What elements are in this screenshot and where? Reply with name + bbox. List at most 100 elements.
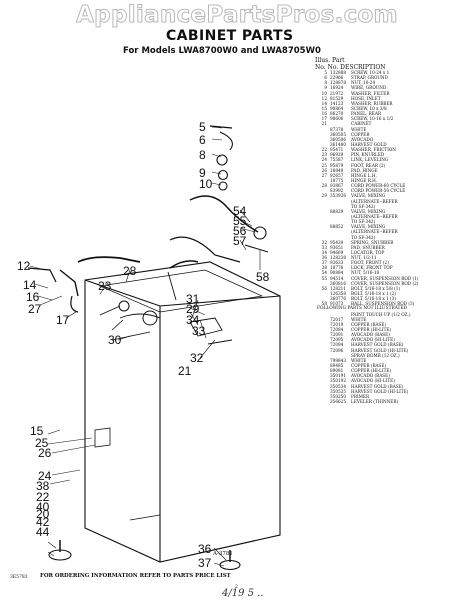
part-description: SPRING, SNUBBER [351,239,394,245]
part-no: 22966 [330,75,344,81]
callout-21: 21 [178,364,192,378]
illus-no: 26 [321,167,327,173]
part-description: LOCATOR, TOP [351,249,385,255]
part-description: TO SF-342) [351,203,376,209]
part-no: 126358 [330,291,346,297]
callout-16: 16 [26,290,40,304]
part-no: 72094 [330,342,344,348]
part-no: 360506 [330,136,346,142]
callout-36: 36 [198,542,212,556]
callout-15: 15 [30,424,44,438]
part-description: PIN, KNURLED [351,152,385,158]
part-description: STRAP, GROUND [351,75,388,81]
part-description: COPPER (BASE) [351,363,387,369]
illus-no: 6 [324,75,327,81]
ordering-footer: FOR ORDERING INFORMATION REFER TO PARTS … [40,573,231,579]
callout-32: 32 [190,351,204,365]
part-no: 86270 [330,111,344,117]
part-no: 350191 [330,373,346,379]
part-no: 93633 [330,260,344,266]
part-description: BALL, SUSPENSION ROD (3) [351,301,415,307]
part-no: 18775 [330,177,344,183]
part-description: AVOCADO [351,136,374,142]
part-no: 75587 [330,157,344,163]
illus-no: 23 [321,152,327,158]
illus-no: 54 [321,270,327,276]
illus-no: 5 [324,70,327,75]
part-no: 353926 [330,193,346,199]
part-no: 350534 [330,383,346,389]
part-no: 89485 [330,363,344,369]
callout-28: 28 [123,264,137,278]
not-illustrated-header: FOLLOWING PARTS NOT ILLUSTRATED [317,306,408,312]
part-no: 16924 [330,85,344,91]
part-description: NUT, 10-24 [351,80,376,86]
part-description: BOLT, 5/16-18 x 5/8 (1) [351,285,401,291]
parts-row: 89485 COPPER (BASE) [315,363,465,368]
part-no: 91073 [330,301,344,307]
part-description: HOSE, INLET [351,95,381,101]
parts-row: 360506 AVOCADO [315,137,465,142]
part-description: VALVE, MIXING [351,208,386,214]
part-no: 93651 [330,244,344,250]
callout-37: 37 [198,556,212,570]
callout-38: 38 [36,479,50,493]
illus-no: 28 [321,183,327,189]
part-description: (ALTERNATE--REFER [351,229,398,235]
part-no: 95879 [330,162,344,168]
part-description: CORD POWER-60 CYCLE [351,183,406,189]
part-description: WHITE [351,357,367,363]
callout-14: 14 [23,278,37,292]
illus-no: 25 [321,162,327,168]
callout-58: 58 [256,270,270,284]
part-description: VALVE, MIXING [351,193,386,199]
part-no: 95471 [330,147,344,153]
parts-table-header: Illus. Part No. No. DESCRIPTION [315,57,386,71]
illus-no: 32 [321,239,327,245]
page-number: 2 [235,585,238,590]
part-no: 18849 [330,167,344,173]
illus-no: 14 [321,100,327,106]
part-description: SCREW, 10-16 x 1/2 [351,116,394,122]
part-description: NUT, 1/2-11 [351,255,377,261]
callout-24: 24 [38,469,52,483]
callout-8: 8 [199,148,206,162]
part-no: 94514 [330,275,344,281]
illus-no: 24 [321,157,327,163]
callout-5: 5 [199,120,206,134]
illus-no: 27 [321,172,327,178]
callout-12: 12 [17,259,31,273]
part-no: 361480 [330,141,346,147]
part-description: PRIMER [351,393,370,399]
part-description: FOOT, REAR (2) [351,162,386,168]
part-no: 132888 [330,70,346,75]
callout-40: 40 [36,500,50,514]
callout-9: 9 [199,166,206,180]
part-description: LEVELER (THINNER) [351,399,399,405]
callout-34: 34 [186,313,200,327]
part-no: 128211 [330,285,346,291]
part-description: HARVEST GOLD (HI-LITE) [351,388,409,394]
part-description: SCREW, 10 x 3/8 [351,105,387,111]
